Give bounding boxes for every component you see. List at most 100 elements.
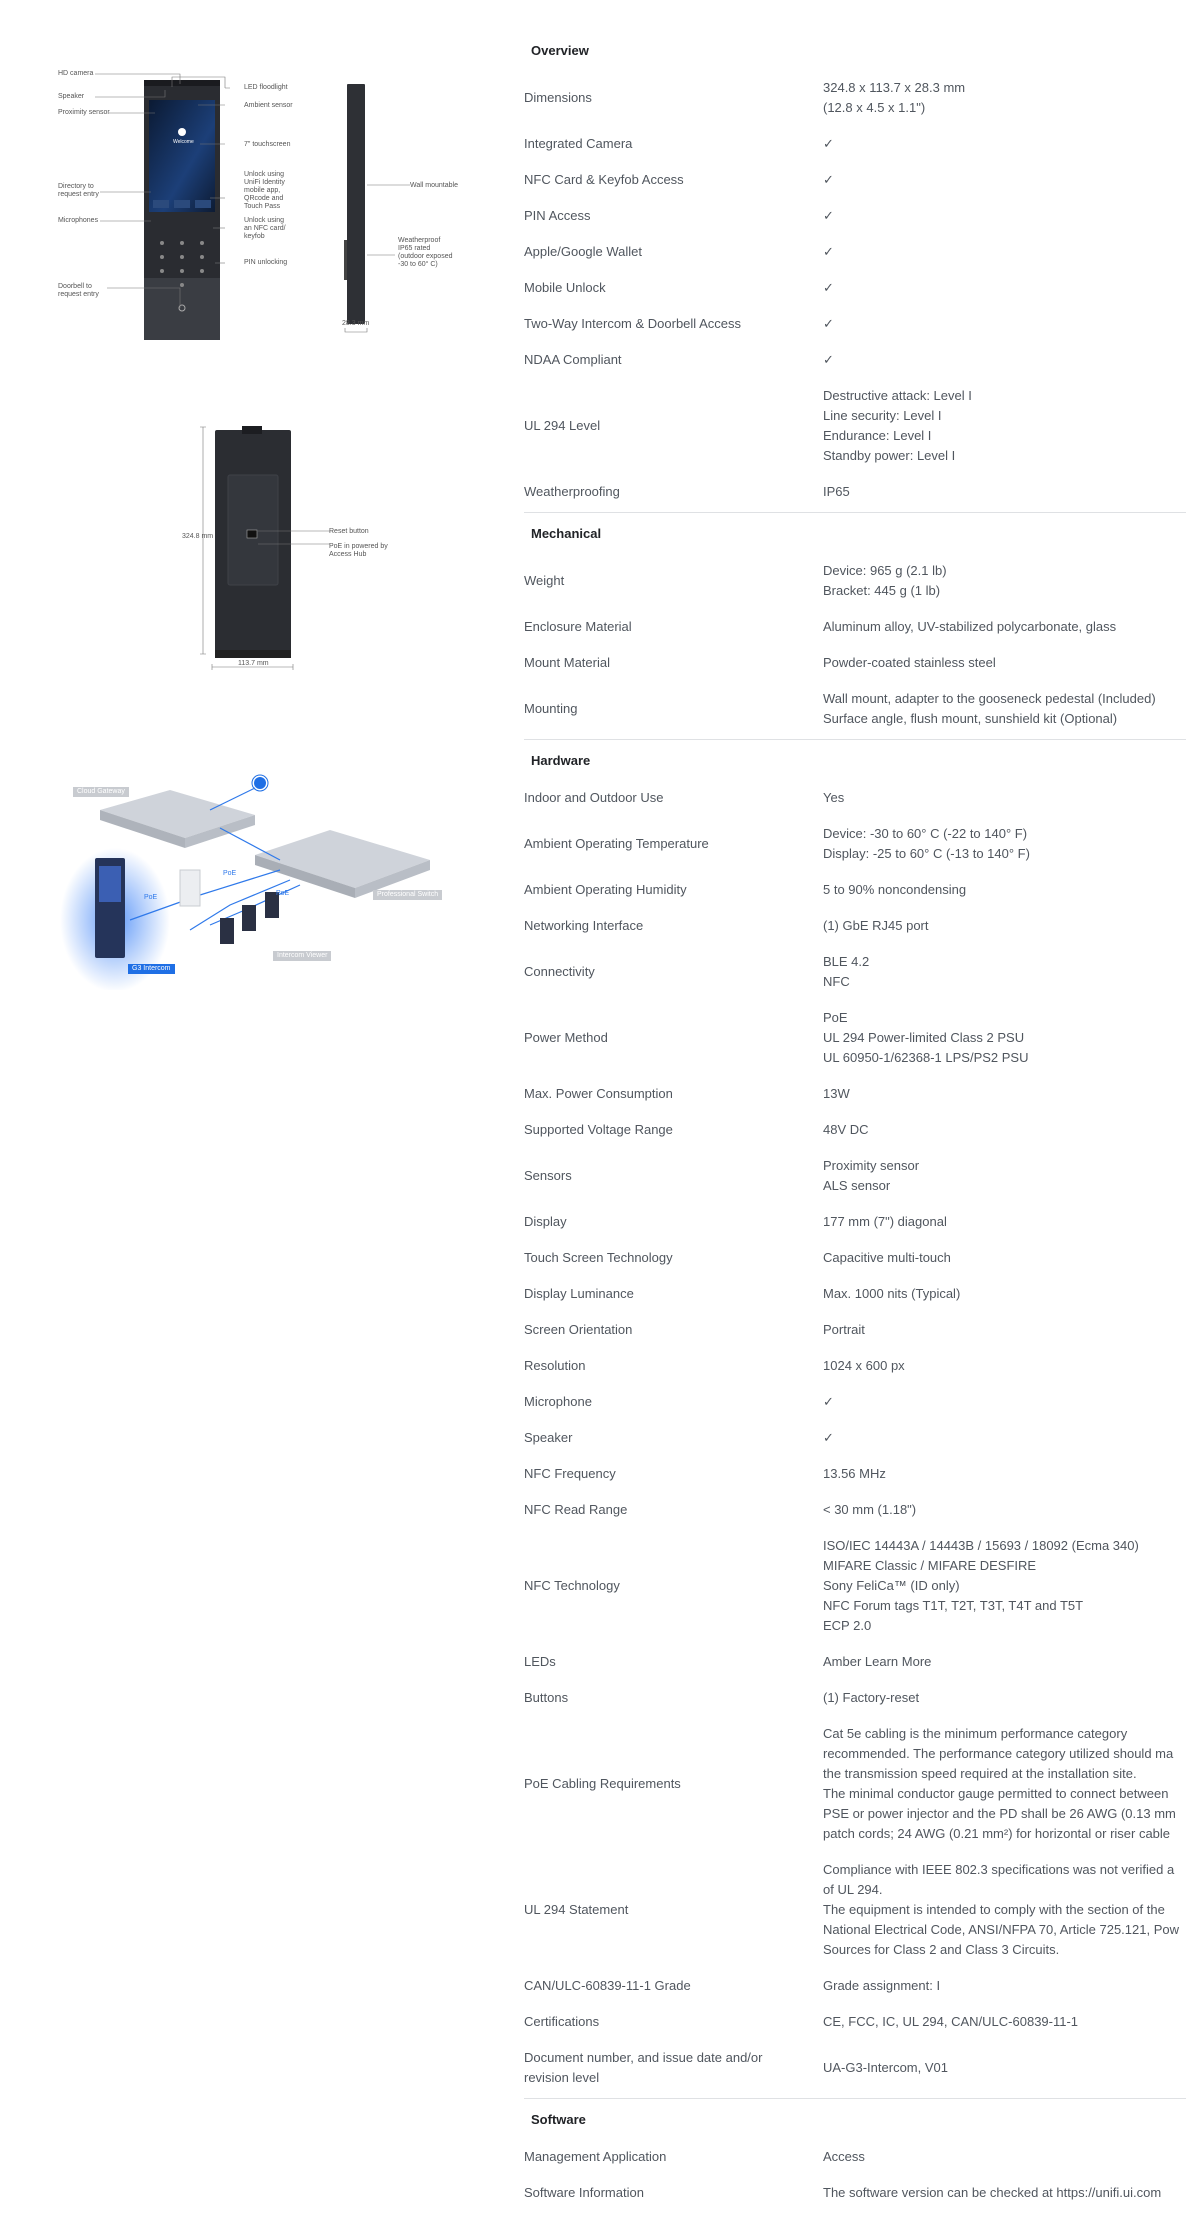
spec-key: Sensors [524, 1168, 572, 1183]
spec-row: Display 177 mm (7") diagonal [524, 1204, 1186, 1240]
spec-row: Ambient Operating Humidity 5 to 90% nonco… [524, 872, 1186, 908]
spec-row: NFC Card & Keyfob Access✓ [524, 162, 1186, 198]
checkmark-icon: ✓ [823, 352, 834, 367]
spec-value-line: UL 294 Power-limited Class 2 PSU [823, 1030, 1025, 1045]
callout-microphones: Microphones [58, 217, 99, 224]
spec-value-line: Max. 1000 nits (Typical) [823, 1286, 961, 1301]
spec-value-line: National Electrical Code, ANSI/NFPA 70, … [823, 1922, 1179, 1937]
spec-value: ✓ [823, 134, 1186, 154]
spec-row: UL 294 Statement Compliance with IEEE 802… [524, 1852, 1186, 1968]
spec-value: Portrait [823, 1320, 1186, 1340]
spec-value: 13.56 MHz [823, 1464, 1186, 1484]
label-professional-switch: Professional Switch [373, 890, 443, 900]
spec-value-line: UL 60950-1/62368-1 LPS/PS2 PSU [823, 1050, 1029, 1065]
spec-key: UL 294 Statement [524, 1902, 629, 1917]
label-poe-3: PoE [276, 890, 290, 897]
callout-ambient-sensor: Ambient sensor [244, 102, 293, 109]
callout-unlock-app: Unlock using UniFi Identity mobile app, … [244, 171, 285, 210]
back-width-label: 113.7 mm [238, 660, 269, 667]
spec-key: NDAA Compliant [524, 352, 622, 367]
section-divider [524, 739, 1186, 740]
spec-value-line: 48V DC [823, 1122, 869, 1137]
callout-weatherproof: Weatherproof IP65 rated (outdoor exposed… [398, 237, 453, 268]
checkmark-icon: ✓ [823, 1430, 834, 1445]
section-title: Mechanical [531, 525, 602, 541]
section-title: Overview [531, 42, 589, 58]
spec-value-line: Powder-coated stainless steel [823, 655, 996, 670]
front-device-diagram [95, 73, 410, 340]
spec-value: Aluminum alloy, UV-stabilized polycarbon… [823, 617, 1186, 637]
spec-value: ✓ [823, 314, 1186, 334]
spec-key: Software Information [524, 2185, 644, 2200]
spec-value-line: UA-G3-Intercom, V01 [823, 2060, 948, 2075]
spec-value-line: Access [823, 2149, 865, 2164]
callout-hd-camera: HD camera [58, 70, 94, 77]
spec-key: Resolution [524, 1358, 586, 1373]
spec-value: 13W [823, 1084, 1186, 1104]
spec-value: Cat 5e cabling is the minimum performanc… [823, 1724, 1186, 1844]
spec-value: ✓ [823, 206, 1186, 226]
spec-value-line: Bracket: 445 g (1 lb) [823, 583, 941, 598]
spec-key: Max. Power Consumption [524, 1086, 673, 1101]
checkmark-icon: ✓ [823, 136, 834, 151]
spec-value-line: (12.8 x 4.5 x 1.1") [823, 100, 926, 115]
spec-value: Amber Learn More [823, 1652, 1186, 1672]
side-depth-label: 28.3 mm [342, 320, 370, 327]
spec-key: Connectivity [524, 964, 595, 979]
spec-value: ✓ [823, 278, 1186, 298]
spec-value-line: PSE or power injector and the PD shall b… [823, 1806, 1176, 1821]
spec-key: Buttons [524, 1690, 569, 1705]
spec-value: 5 to 90% noncondensing [823, 880, 1186, 900]
spec-value: Powder-coated stainless steel [823, 653, 1186, 673]
section-divider [524, 2098, 1186, 2099]
spec-value: 48V DC [823, 1120, 1186, 1140]
callout-proximity-sensor: Proximity sensor [58, 109, 110, 116]
spec-key: Integrated Camera [524, 136, 633, 151]
spec-row: Mounting Wall mount, adapter to the goose… [524, 681, 1186, 737]
spec-value-line: < 30 mm (1.18") [823, 1502, 917, 1517]
spec-key: Certifications [524, 2014, 600, 2029]
spec-key: Enclosure Material [524, 619, 632, 634]
screen-welcome-text: Welcome [173, 139, 194, 145]
spec-value: ✓ [823, 1392, 1186, 1412]
spec-key: Display Luminance [524, 1286, 634, 1301]
spec-value: Compliance with IEEE 802.3 specification… [823, 1860, 1186, 1960]
spec-value-line: 324.8 x 113.7 x 28.3 mm [823, 80, 966, 95]
spec-value-line: Portrait [823, 1322, 865, 1337]
callout-touchscreen: 7" touchscreen [244, 141, 291, 148]
spec-value: ✓ [823, 350, 1186, 370]
back-device-diagram [200, 426, 330, 670]
spec-key: Mounting [524, 701, 578, 716]
spec-key: PoE Cabling Requirements [524, 1776, 681, 1791]
spec-key: NFC Read Range [524, 1502, 628, 1517]
spec-value-line: Line security: Level I [823, 408, 942, 423]
spec-value-line: NFC [823, 974, 850, 989]
spec-value-line: Wall mount, adapter to the gooseneck ped… [823, 691, 1156, 706]
spec-value-line: patch cords; 24 AWG (0.21 mm²) for horiz… [823, 1826, 1171, 1841]
spec-value-line: (1) Factory-reset [823, 1690, 920, 1705]
spec-key: Display [524, 1214, 567, 1229]
network-topology-diagram [60, 774, 430, 990]
spec-value: UA-G3-Intercom, V01 [823, 2058, 1186, 2078]
spec-row: Mobile Unlock✓ [524, 270, 1186, 306]
spec-value-line: NFC Forum tags T1T, T2T, T3T, T4T and T5… [823, 1598, 1084, 1613]
spec-value: Capacitive multi-touch [823, 1248, 1186, 1268]
spec-key: Ambient Operating Humidity [524, 882, 687, 897]
checkmark-icon: ✓ [823, 172, 834, 187]
spec-value: 177 mm (7") diagonal [823, 1212, 1186, 1232]
spec-value-line: Destructive attack: Level I [823, 388, 972, 403]
